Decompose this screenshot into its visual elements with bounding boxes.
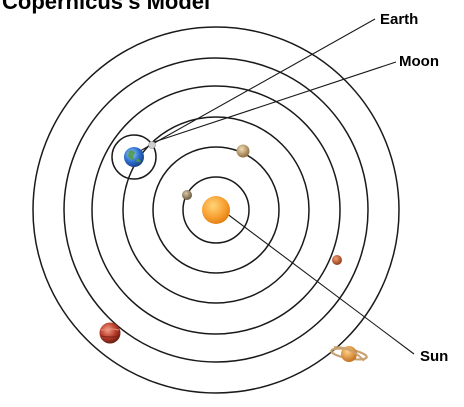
saturn-ring-front: [333, 346, 365, 362]
saturn-globe: [341, 346, 357, 362]
earth-leader-line: [139, 18, 376, 152]
leader-lines: [139, 18, 415, 355]
orbit-saturn: [32, 26, 400, 394]
orbit-mercury: [182, 176, 250, 244]
sun-leader-line: [225, 212, 415, 355]
sun-label: Sun: [420, 348, 448, 365]
orbit-earth: [122, 116, 310, 304]
saturn: [330, 346, 368, 362]
jupiter-band-2: [100, 335, 120, 338]
moon-leader-line: [153, 61, 397, 143]
earth-label: Earth: [380, 11, 418, 28]
sun: [202, 196, 230, 224]
moon: [148, 141, 156, 149]
diagram-title: Copernicus's Model: [2, 0, 210, 14]
earth: [124, 147, 144, 167]
moon-label: Moon: [399, 53, 439, 70]
moon-orbit: [111, 134, 157, 180]
orbits: [32, 26, 400, 394]
jupiter-globe: [99, 322, 121, 344]
venus: [236, 144, 250, 158]
earth-land-2: [136, 158, 141, 163]
orbit-mars: [91, 85, 341, 335]
jupiter: [99, 322, 121, 344]
orbit-jupiter: [63, 57, 369, 363]
orbit-venus: [152, 146, 280, 274]
earth-land: [128, 150, 135, 160]
earth-globe: [124, 147, 144, 167]
mars: [332, 255, 342, 265]
mercury: [182, 190, 192, 200]
jupiter-band: [100, 328, 120, 331]
